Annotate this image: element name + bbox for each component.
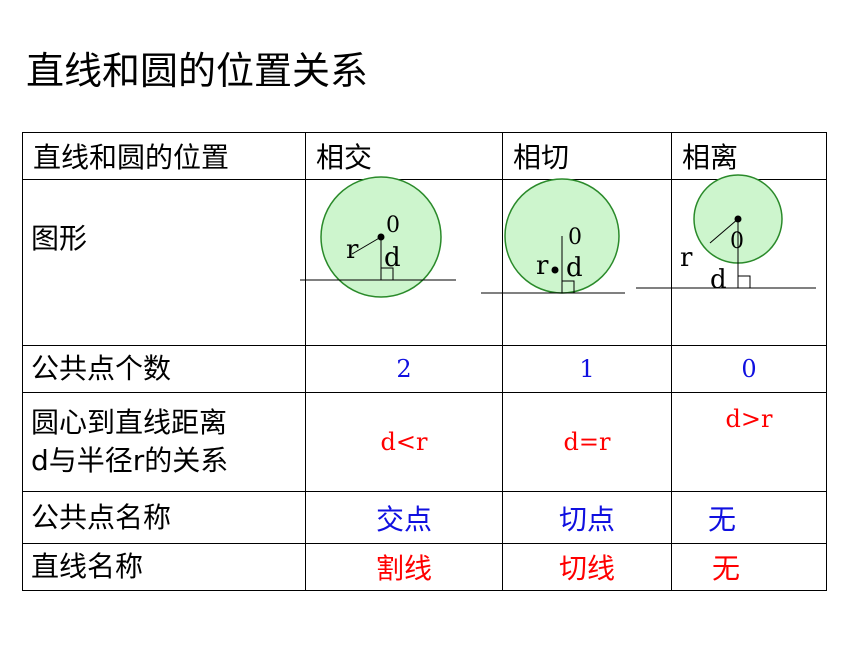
relation-label-line1: 圆心到直线距离 <box>31 406 228 440</box>
header-cell-separate: 相离 <box>671 132 827 180</box>
header-row: 直线和圆的位置 相交 相切 相离 <box>22 132 827 180</box>
intersect-right-angle-mark <box>381 267 394 280</box>
relation-row-label: 圆心到直线距离 d与半径r的关系 <box>22 392 306 492</box>
count-separate: 0 <box>671 345 827 393</box>
line-name-tangent: 切线 <box>502 543 672 591</box>
header-cell-intersect: 相交 <box>305 132 503 180</box>
tangent-distance-label: d <box>566 253 583 283</box>
tangent-figure-cell: 0 r d <box>481 178 672 346</box>
figure-row-label: 图形 <box>22 179 306 346</box>
separate-radius-segment <box>709 218 739 244</box>
relation-intersect: d<r <box>305 392 503 492</box>
separate-center-label: 0 <box>730 229 744 254</box>
intersect-figure-cell: 0 r d <box>300 176 503 346</box>
count-row-label: 公共点个数 <box>22 345 306 393</box>
relation-label-line2: d与半径r的关系 <box>31 444 229 477</box>
tangent-right-angle-mark <box>562 280 575 293</box>
separate-right-angle-mark <box>738 275 751 288</box>
count-tangent: 1 <box>502 345 672 393</box>
point-name-tangent: 切点 <box>502 491 672 544</box>
intersect-center-label: 0 <box>386 213 400 238</box>
relation-row: 圆心到直线距离 d与半径r的关系 d<r d=r d>r <box>22 392 827 492</box>
header-cell-position: 直线和圆的位置 <box>22 132 306 180</box>
line-name-row: 直线名称 割线 切线 无 <box>22 543 827 591</box>
separate-center-dot <box>734 215 742 223</box>
tangent-figure: 0 r d <box>481 178 625 294</box>
count-intersect: 2 <box>305 345 503 393</box>
separate-figure: 0 r d <box>636 174 816 295</box>
intersect-figure: 0 r d <box>300 176 456 298</box>
point-name-intersect: 交点 <box>305 491 503 544</box>
line-name-intersect: 割线 <box>305 543 503 591</box>
intersect-center-dot <box>377 233 385 241</box>
separate-distance-label: d <box>710 265 727 295</box>
count-row: 公共点个数 2 1 0 <box>22 345 827 393</box>
tangent-radius-label: r <box>536 251 549 281</box>
intersect-radius-segment <box>351 236 382 255</box>
relation-tangent: d=r <box>502 392 672 492</box>
tangent-center-dot <box>551 266 559 274</box>
separate-figure-cell: 0 r d <box>636 174 827 346</box>
separate-radius-label: r <box>680 243 693 273</box>
line-name-separate: 无 <box>671 543 827 591</box>
relation-separate: d>r <box>671 392 827 492</box>
tangent-center-label: 0 <box>568 225 582 250</box>
point-name-row-label: 公共点名称 <box>22 491 306 544</box>
point-name-row: 公共点名称 交点 切点 无 <box>22 491 827 544</box>
page-title: 直线和圆的位置关系 <box>26 49 369 93</box>
intersect-distance-label: d <box>384 243 401 273</box>
point-name-separate: 无 <box>671 491 827 544</box>
line-name-row-label: 直线名称 <box>22 543 306 591</box>
header-cell-tangent: 相切 <box>502 132 672 180</box>
figure-row: 图形 0 r d 0 r d <box>22 174 827 346</box>
position-relation-table: 直线和圆的位置 相交 相切 相离 图形 0 r d <box>22 132 827 591</box>
intersect-radius-label: r <box>346 235 359 265</box>
